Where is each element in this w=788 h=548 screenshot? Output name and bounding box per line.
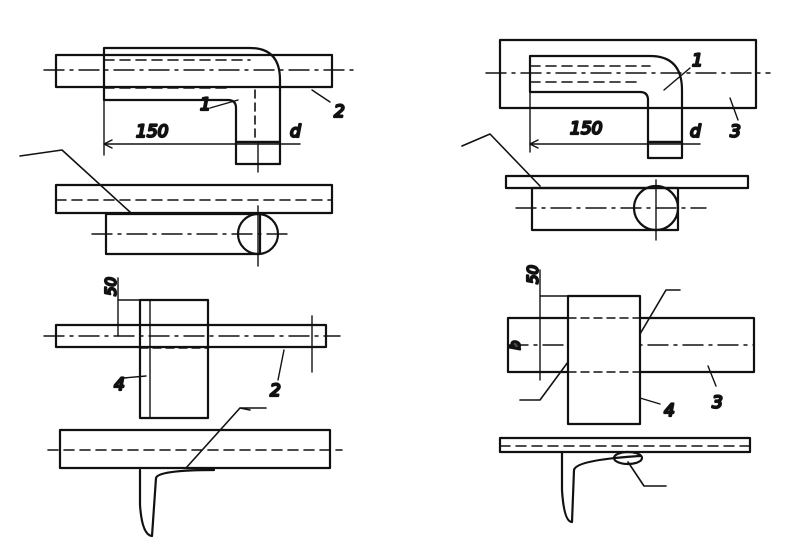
right-bent-bar-1 [528, 54, 684, 144]
right-front-view [461, 133, 750, 241]
left-callout-1: 1 [200, 95, 211, 115]
left-leader-2 [311, 89, 331, 103]
right-top-view [485, 38, 771, 160]
left-leader-4 [123, 375, 147, 379]
right-side-view [498, 436, 752, 524]
left-side-stiffener [138, 468, 216, 538]
left-side-view [47, 407, 343, 538]
left-side-plate [58, 428, 332, 470]
right-end-pad-4 [566, 294, 642, 426]
left-dim-arrow [103, 139, 113, 149]
right-side-plate [498, 436, 752, 454]
right-callout-4: 4 [664, 401, 675, 421]
right-leader-4 [639, 397, 661, 405]
left-end-view [43, 277, 341, 420]
right-leader-1 [663, 67, 691, 91]
left-end-pad-4 [138, 298, 210, 420]
left-dim-150: 150 [136, 122, 168, 142]
right-weld-leader [461, 133, 541, 187]
right-callout-3b: 3 [712, 393, 723, 413]
right-side-weld-leader [627, 461, 667, 487]
left-callout-2b: 2 [270, 381, 281, 401]
right-dim-d: d [690, 122, 701, 142]
left-callout-2: 2 [334, 102, 345, 122]
right-dim-150: 150 [570, 119, 602, 139]
right-callout-1: 1 [692, 51, 703, 71]
left-leader-1 [209, 99, 239, 109]
left-callout-4: 4 [114, 375, 125, 395]
right-end-view [506, 269, 756, 426]
right-bar-end [646, 140, 684, 160]
right-end-weld-leader-bottom [519, 361, 569, 401]
left-dim-50: 50 [102, 277, 120, 296]
right-front-plate [504, 174, 750, 190]
right-leader-3 [729, 97, 739, 121]
right-side-stiffener [560, 450, 642, 524]
right-end-weld-leader-top [639, 289, 681, 335]
right-dim-arrow [529, 139, 539, 149]
left-dim-d: d [290, 122, 301, 142]
right-callout-3: 3 [730, 122, 741, 142]
left-leader-2b [277, 349, 285, 381]
right-dim-50: 50 [524, 265, 542, 284]
left-front-plate [54, 183, 334, 215]
right-dim-b: b [506, 340, 524, 350]
left-bent-bar-1 [102, 46, 282, 144]
right-side-weld-bead [612, 450, 644, 466]
left-weld-leader [19, 149, 131, 213]
left-plate-2 [54, 53, 334, 89]
right-plate-3 [498, 38, 758, 110]
left-front-view [19, 149, 334, 267]
right-leader-3b [707, 365, 717, 387]
left-top-view [43, 46, 357, 173]
